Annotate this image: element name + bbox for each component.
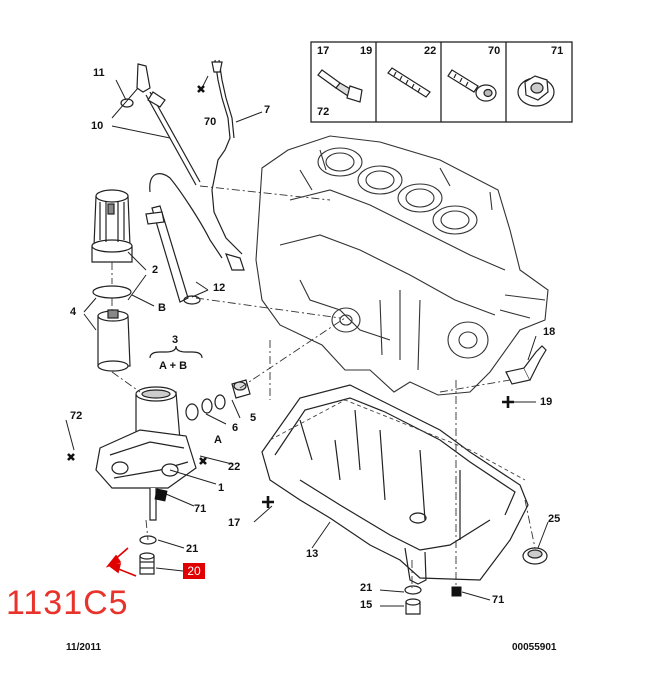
- part-label-25: 25: [548, 513, 561, 525]
- part-label-4: 4: [70, 306, 77, 318]
- oil-level-sensor: [505, 345, 547, 385]
- engine-block: [255, 135, 549, 396]
- sensor-harness-7: [211, 59, 245, 271]
- part-label-3: 3: [172, 334, 179, 346]
- part-label-a: A: [214, 434, 222, 446]
- sump-dashed-outline: [269, 399, 526, 481]
- part-label-11: 11: [93, 67, 105, 79]
- oil-sump: [261, 384, 529, 585]
- part-label-21-filter: 21: [186, 543, 199, 555]
- reference-code: 1131C5: [6, 584, 129, 622]
- red-indicator-arrows: [105, 547, 137, 577]
- part-label-71: 71: [194, 503, 207, 515]
- part-label-2: 2: [152, 264, 159, 276]
- footer-drawing-number: 00055901: [512, 642, 557, 653]
- part-label-6: 6: [232, 422, 239, 434]
- sensor-harness-12: [145, 173, 223, 305]
- highlighted-part-20: 20: [183, 563, 205, 579]
- key-label-22: 22: [424, 45, 437, 57]
- o-ring-b: [92, 285, 132, 299]
- flange-bolt-icon: [317, 69, 363, 103]
- part-label-7: 7: [264, 104, 271, 116]
- part-label-15: 15: [360, 599, 373, 611]
- part-label-1: 1: [218, 482, 225, 494]
- key-label-17: 17: [317, 45, 330, 57]
- oil-filter-housing: [95, 386, 197, 521]
- dipstick-assembly: [120, 63, 201, 186]
- part-label-70: 70: [204, 116, 217, 128]
- brace-3: [149, 345, 203, 359]
- part-label-10: 10: [91, 120, 104, 132]
- assembly-guide-lines: [111, 185, 536, 590]
- stud-icon: [387, 67, 431, 98]
- part-label-18: 18: [543, 326, 556, 338]
- sump-drain-plug: [404, 585, 422, 615]
- marker-symbols: [67, 85, 514, 597]
- key-label-70: 70: [488, 45, 501, 57]
- leader-lines: [65, 75, 549, 607]
- part-label-22: 22: [228, 461, 241, 473]
- part-label-17: 17: [228, 517, 241, 529]
- seal-ring-set: [185, 379, 251, 421]
- part-label-b: B: [158, 302, 166, 314]
- part-label-21-sump: 21: [360, 582, 373, 594]
- key-label-72: 72: [317, 106, 330, 118]
- part-label-19: 19: [540, 396, 553, 408]
- filter-drain-plug: [139, 535, 157, 575]
- flange-nut-icon: [517, 75, 555, 107]
- oil-filter-cap: [91, 189, 133, 263]
- part-label-12: 12: [213, 282, 226, 294]
- torx-screw-icon: [447, 69, 497, 102]
- part-label-a-plus-b: A + B: [159, 360, 188, 372]
- key-label-71: 71: [551, 45, 564, 57]
- oil-filter-element: [97, 309, 131, 372]
- sump-plug-25: [522, 547, 548, 565]
- fastener-key-table: [310, 41, 573, 123]
- footer-date: 11/2011: [66, 642, 102, 653]
- part-label-72: 72: [70, 410, 83, 422]
- part-label-71-sump: 71: [492, 594, 505, 606]
- part-label-5: 5: [250, 412, 257, 424]
- key-label-19: 19: [360, 45, 373, 57]
- part-label-13: 13: [306, 548, 319, 560]
